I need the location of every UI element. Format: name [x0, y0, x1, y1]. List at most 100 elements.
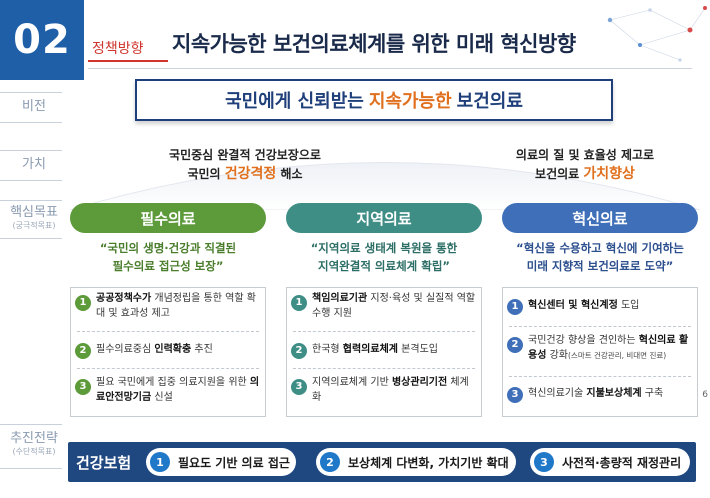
dashed-divider — [509, 326, 691, 327]
number-badge: 2 — [75, 343, 91, 359]
dashed-divider — [77, 331, 259, 332]
list-item: 3 혁신의료기술 지불보상체계 구축 — [507, 384, 693, 403]
item-rest: 본격도입 — [397, 344, 438, 355]
value-left-line1: 국민중심 완결적 건강보장으로 — [169, 148, 321, 162]
number-badge: 2 — [507, 337, 523, 353]
row-label-strategy-text: 추진전략 — [10, 431, 58, 446]
item-pre: 필요 국민에게 집중 의료지원을 위한 — [96, 377, 250, 388]
quote-line: “국민의 생명·건강과 직결된 — [99, 241, 237, 255]
item-pre: 지역의료체계 기반 — [312, 377, 392, 388]
quote-line: “혁신을 수용하고 혁신에 기여하는 — [516, 241, 684, 255]
item-rest: 체계화 — [312, 377, 469, 403]
row-label-vision: 비전 — [22, 99, 46, 114]
row-divider — [0, 180, 62, 181]
value-right-emphasis: 가치향상 — [583, 166, 635, 182]
row-label-goal: 핵심목표 (궁극적목표) — [6, 205, 62, 231]
number-badge: 3 — [534, 452, 554, 472]
item-bold: 인력확충 — [154, 344, 192, 355]
list-item: 1 공공정책수가 개념정립을 통한 역할 확대 및 효과성 제고 — [75, 292, 261, 321]
item-text: 국민건강 향상을 견인하는 혁신의료 활용성 강화(스마트 건강관리, 비대면 … — [528, 334, 693, 363]
number-badge: 1 — [150, 452, 170, 472]
dashed-divider — [293, 368, 475, 369]
list-item: 3 필요 국민에게 집중 의료지원을 위한 의료안전망기금 신설 — [75, 376, 261, 405]
item-pre: 혁신의료기술 — [528, 388, 587, 399]
number-badge: 3 — [75, 379, 91, 395]
row-label-value: 가치 — [22, 157, 46, 172]
item-bold: 의료안전망기금 — [96, 377, 260, 403]
strategy-item-2: 2 보상체계 다변화, 가치기반 확대 — [316, 448, 516, 476]
goal-header-innovation: 혁신의료 — [502, 203, 698, 233]
dashed-divider — [509, 376, 691, 377]
item-text: 필요 국민에게 집중 의료지원을 위한 의료안전망기금 신설 — [96, 376, 261, 405]
row-divider — [0, 92, 62, 93]
row-label-strategy-sub: (수단적목표) — [12, 447, 56, 457]
goal-header-regional: 지역의료 — [286, 203, 482, 233]
item-text: 한국형 협력의료체계 본격도입 — [312, 343, 438, 358]
dashed-divider — [293, 331, 475, 332]
number-badge: 1 — [507, 299, 523, 315]
list-item: 2 국민건강 향상을 견인하는 혁신의료 활용성 강화(스마트 건강관리, 비대… — [507, 334, 693, 363]
quote-line: 지역완결적 의료체계 확립” — [318, 258, 450, 273]
item-text: 필수의료중심 인력확충 추진 — [96, 343, 213, 358]
goal-quote-essential: “국민의 생명·건강과 직결된 필수의료 접근성 보장” — [68, 240, 268, 276]
item-pre: 필수의료중심 — [96, 344, 155, 355]
value-left: 국민중심 완결적 건강보장으로 국민의 건강격정 해소 — [160, 146, 330, 185]
row-divider — [0, 468, 62, 469]
value-right-line2: 보건의료 가치향상 — [505, 164, 665, 185]
goal-quote-innovation: “혁신을 수용하고 혁신에 기여하는 미래 지향적 보건의료로 도약” — [500, 240, 700, 276]
item-small: (스마트 건강관리, 비대면 진료) — [568, 350, 667, 360]
strategy-label: 건강보험 — [76, 454, 132, 472]
item-bold: 책임의료기관 — [312, 293, 368, 304]
list-item: 2 한국형 협력의료체계 본격도입 — [291, 340, 477, 359]
item-text: 혁신의료기술 지불보상체계 구축 — [528, 387, 663, 402]
goal-header-essential: 필수의료 — [70, 203, 266, 233]
item-bold: 혁신센터 및 혁신계정 — [528, 300, 618, 311]
strategy-item-text: 필요도 기반 의료 접근 — [178, 455, 290, 470]
item-pre: 한국형 — [312, 344, 343, 355]
item-bold: 협력의료체계 — [342, 344, 398, 355]
vision-box: 국민에게 신뢰받는 지속가능한 보건의료 — [135, 79, 613, 121]
value-left-line2: 국민의 건강격정 해소 — [160, 164, 330, 185]
value-arc — [70, 162, 700, 210]
row-divider — [0, 238, 62, 239]
value-left-prefix: 국민의 — [187, 167, 221, 181]
item-pre: 국민건강 향상을 견인하는 — [528, 335, 639, 346]
list-item: 2 필수의료중심 인력확충 추진 — [75, 340, 261, 359]
number-badge: 2 — [320, 452, 340, 472]
goal-quote-regional: “지역의료 생태계 복원을 통한 지역완결적 의료체계 확립” — [284, 240, 484, 276]
item-rest: 개념정립을 통한 역할 확대 및 효과성 제고 — [96, 293, 256, 319]
item-text: 공공정책수가 개념정립을 통한 역할 확대 및 효과성 제고 — [96, 292, 261, 321]
list-item: 1 혁신센터 및 혁신계정 도입 — [507, 296, 693, 315]
vision-prefix: 국민에게 신뢰받는 — [225, 91, 364, 112]
strategy-item-text: 사전적·총량적 재정관리 — [562, 455, 682, 470]
section-tag: 정책방향 — [92, 41, 144, 57]
item-bold: 지불보상체계 — [586, 388, 642, 399]
item-rest: 신설 — [151, 391, 173, 403]
quote-line: 미래 지향적 보건의료로 도약” — [526, 258, 674, 273]
item-text: 책임의료기관 지정·육성 및 실질적 역할수행 지원 — [312, 292, 477, 321]
item-bold: 혁신의료 활용성 — [528, 335, 689, 361]
item-bold: 병상관리기전 — [391, 377, 448, 388]
value-left-emphasis: 건강격정 — [224, 166, 277, 182]
row-divider — [0, 200, 62, 201]
item-rest: 구축 — [641, 388, 664, 399]
number-badge: 1 — [75, 295, 91, 311]
network-decoration-icon — [607, 6, 707, 62]
row-label-strategy: 추진전략 (수단적목표) — [6, 431, 62, 457]
page-title: 지속가능한 보건의료체계를 위한 미래 혁신방향 — [172, 32, 576, 56]
item-rest: 도입 — [617, 300, 640, 311]
goal-list-essential: 1 공공정책수가 개념정립을 통한 역할 확대 및 효과성 제고 2 필수의료중… — [70, 287, 266, 417]
list-item: 3 지역의료체계 기반 병상관리기전 체계화 — [291, 376, 477, 405]
quote-line: “지역의료 생태계 복원을 통한 — [310, 241, 458, 255]
item-text: 지역의료체계 기반 병상관리기전 체계화 — [312, 376, 477, 405]
section-number: 02 — [0, 0, 84, 80]
item-bold: 공공정책수가 — [96, 293, 152, 304]
number-badge: 2 — [291, 343, 307, 359]
goal-list-innovation: 1 혁신센터 및 혁신계정 도입 2 국민건강 향상을 견인하는 혁신의료 활용… — [502, 287, 698, 417]
item-rest: 강화 — [546, 349, 568, 361]
row-divider — [0, 122, 62, 123]
vision-highlight: 지속가능한 — [368, 91, 452, 112]
value-right-prefix: 보건의료 — [535, 167, 580, 181]
item-text: 혁신센터 및 혁신계정 도입 — [528, 299, 639, 314]
number-badge: 3 — [507, 387, 523, 403]
